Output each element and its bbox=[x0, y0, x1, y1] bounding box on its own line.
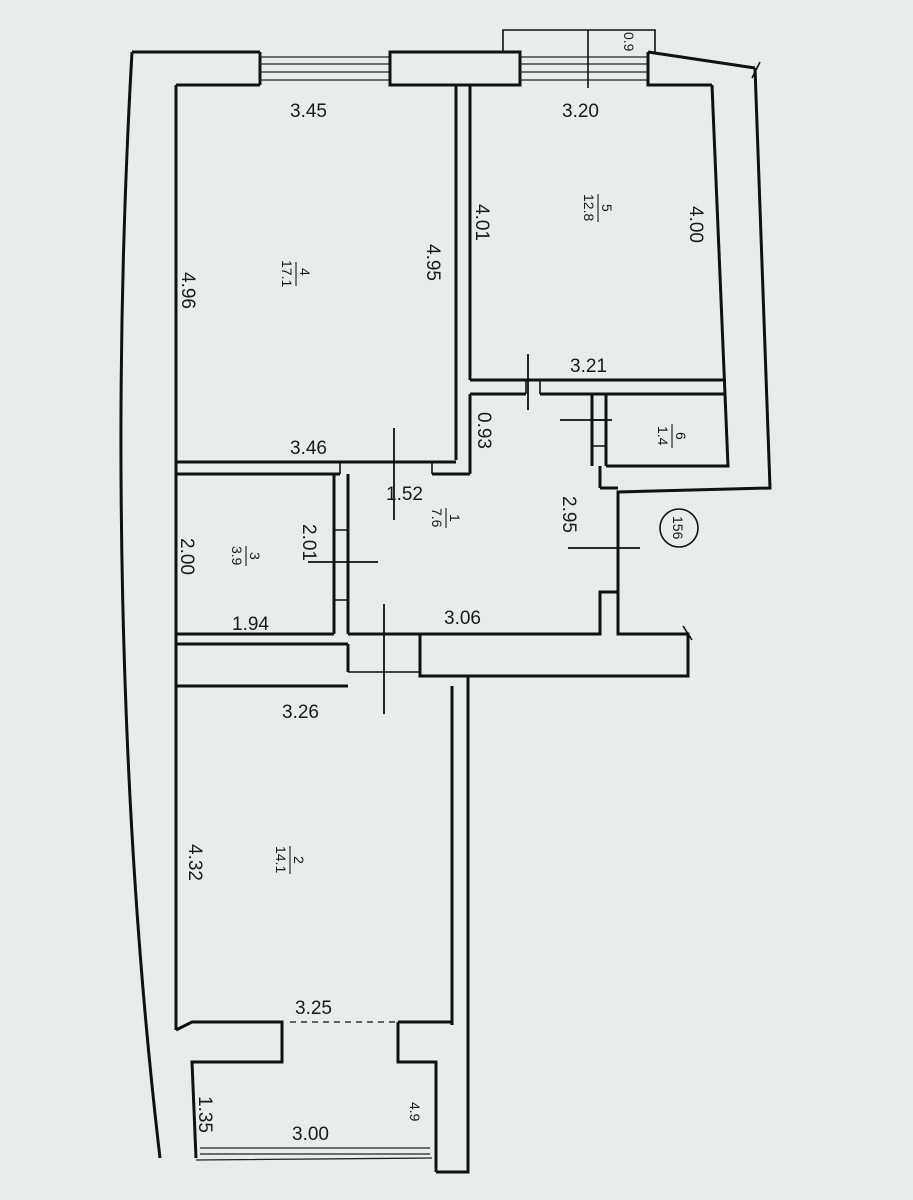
room-number: 2 bbox=[291, 856, 307, 864]
dim-r5-bottom: 3.21 bbox=[570, 356, 607, 377]
dim-r3-right: 2.01 bbox=[298, 524, 319, 561]
room-area: 12.8 bbox=[581, 194, 597, 221]
window-tag: 0.9 bbox=[621, 32, 637, 52]
outer-walls bbox=[119, 29, 772, 1174]
room-number: 5 bbox=[599, 204, 615, 212]
dim-r2-top: 3.26 bbox=[282, 702, 319, 723]
balcony-walls bbox=[175, 1020, 452, 1172]
dim-r4-bottom: 3.46 bbox=[290, 438, 327, 459]
room-area: 14.1 bbox=[273, 846, 289, 873]
dim-balcony-left: 1.35 bbox=[194, 1096, 215, 1133]
dim-r1-top-left: 0.93 bbox=[473, 412, 494, 449]
dim-r5-top: 3.20 bbox=[562, 101, 599, 122]
room-5-label: 5 12.8 bbox=[581, 194, 615, 222]
dimension-labels: 3.45 3.20 3.46 3.21 1.52 3.06 1.94 3.26 … bbox=[176, 32, 706, 1145]
dim-r3-left: 2.00 bbox=[176, 538, 197, 575]
dim-r3-bottom: 1.94 bbox=[232, 614, 269, 635]
dim-balcony-bottom: 3.00 bbox=[292, 1124, 329, 1145]
room-3-label: 3 3.9 bbox=[229, 546, 263, 566]
plan-id-badge: 156 bbox=[659, 508, 699, 548]
room-number: 6 bbox=[673, 432, 689, 440]
dim-balcony-right: 4.9 bbox=[407, 1102, 423, 1122]
dim-r2-bottom: 3.25 bbox=[295, 998, 332, 1019]
dim-r1-right: 2.95 bbox=[558, 496, 579, 533]
room-number: 4 bbox=[297, 268, 313, 276]
dim-r4-left: 4.96 bbox=[177, 272, 198, 309]
room-number: 1 bbox=[447, 514, 463, 522]
room-number: 3 bbox=[247, 552, 263, 560]
dim-r1-bottom: 3.06 bbox=[444, 608, 481, 629]
room-area: 3.9 bbox=[229, 546, 245, 566]
room-2-label: 2 14.1 bbox=[273, 846, 307, 874]
dim-r4-right: 4.95 bbox=[422, 244, 443, 281]
room-area: 7.6 bbox=[429, 508, 445, 528]
door-marks bbox=[308, 354, 640, 714]
room-labels: 4 17.1 5 12.8 6 1.4 1 7.6 3 3.9 2 14.1 bbox=[229, 194, 689, 874]
dim-r1-door: 1.52 bbox=[386, 484, 423, 505]
room-1-label: 1 7.6 bbox=[429, 508, 463, 528]
dim-r5-right: 4.00 bbox=[685, 206, 706, 243]
room-4-label: 4 17.1 bbox=[279, 260, 313, 287]
dim-r2-left: 4.32 bbox=[184, 844, 205, 881]
dim-r4-top: 3.45 bbox=[290, 101, 327, 122]
plan-id: 156 bbox=[670, 516, 686, 540]
interior-walls bbox=[176, 85, 726, 1025]
dim-r5-left: 4.01 bbox=[471, 204, 492, 241]
room-area: 1.4 bbox=[655, 426, 671, 446]
room-area: 17.1 bbox=[279, 260, 295, 287]
room-6-label: 6 1.4 bbox=[655, 424, 689, 448]
